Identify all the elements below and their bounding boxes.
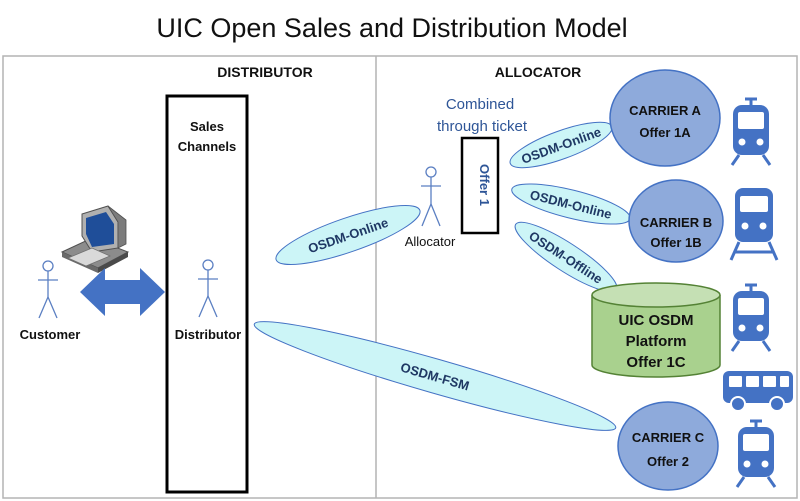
carrier-a: CARRIER A Offer 1A — [609, 69, 721, 167]
allocator-header: ALLOCATOR — [495, 64, 582, 80]
carrier-c: CARRIER C Offer 2 — [617, 401, 719, 491]
computer-icon — [60, 205, 130, 273]
double-arrow-icon — [80, 268, 165, 316]
carrier-c-name: CARRIER C — [632, 430, 705, 445]
sales-channels-label-2: Channels — [178, 139, 237, 154]
platform-label-1: UIC OSDM — [619, 312, 694, 329]
offer-1-box — [460, 136, 500, 235]
allocator-label: Allocator — [405, 234, 456, 249]
distributor-figure-icon — [198, 259, 218, 318]
carrier-a-offer: Offer 1A — [639, 125, 691, 140]
diagram-title: UIC Open Sales and Distribution Model — [156, 13, 627, 43]
platform-label-3: Offer 1C — [626, 354, 685, 371]
sales-channels-box — [165, 94, 249, 494]
allocator-figure-icon — [421, 166, 441, 227]
train-front-icon — [729, 188, 779, 261]
osdm-platform: UIC OSDM Platform Offer 1C — [591, 282, 721, 378]
distributor-header: DISTRIBUTOR — [217, 64, 312, 80]
train-tram-icon — [730, 97, 772, 166]
carrier-b-name: CARRIER B — [640, 215, 712, 230]
combined-ticket-label-1: Combined — [446, 96, 514, 113]
carrier-c-offer: Offer 2 — [647, 454, 689, 469]
customer-figure-icon — [38, 260, 58, 319]
combined-ticket-label-2: through ticket — [437, 118, 528, 135]
train-tram-icon — [735, 419, 777, 488]
carrier-b-offer: Offer 1B — [650, 235, 701, 250]
train-tram-icon — [730, 283, 772, 352]
platform-label-2: Platform — [626, 333, 687, 350]
distributor-label: Distributor — [175, 327, 241, 342]
bus-icon — [723, 371, 793, 412]
carrier-a-name: CARRIER A — [629, 103, 701, 118]
sales-channels-label-1: Sales — [190, 119, 224, 134]
customer-label: Customer — [20, 327, 81, 342]
carrier-b: CARRIER B Offer 1B — [628, 179, 724, 263]
offer-1-label: Offer 1 — [477, 164, 492, 206]
